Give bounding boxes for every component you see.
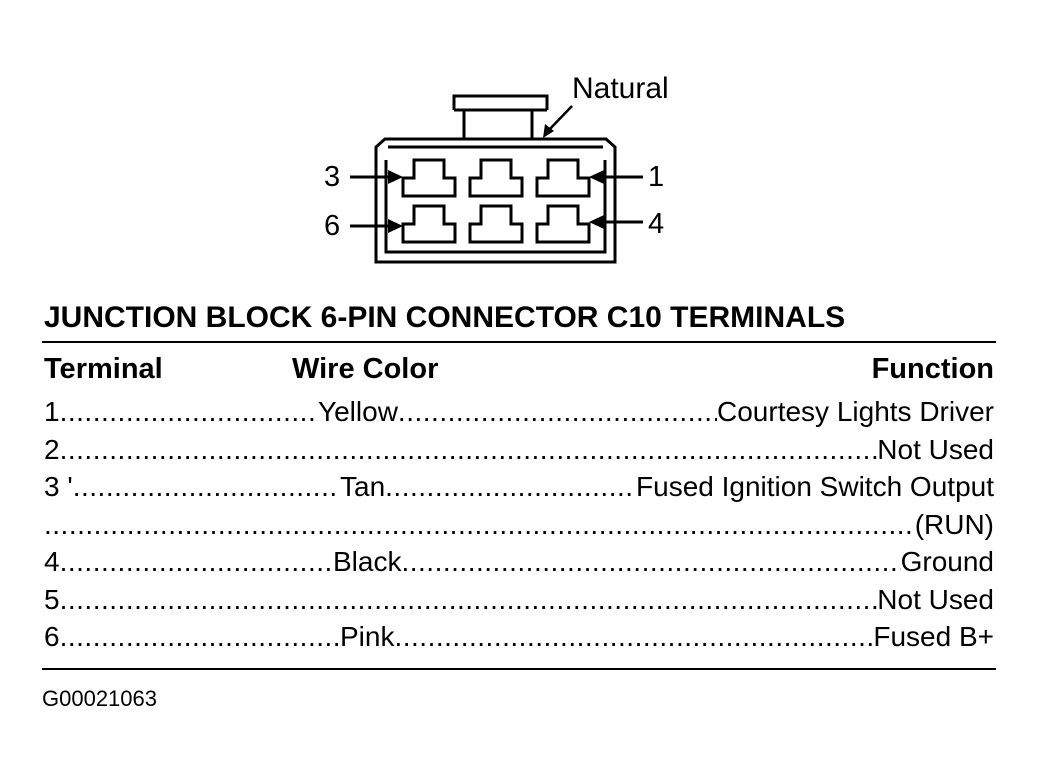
pin-arrow-6 <box>350 219 403 233</box>
pin-label-4: 4 <box>648 208 665 240</box>
function-cell: Courtesy Lights Driver <box>717 396 994 427</box>
leader-dots: ........................................… <box>401 546 900 577</box>
leader-dots: ........................................… <box>385 471 636 502</box>
table-title: JUNCTION BLOCK 6-PIN CONNECTOR C10 TERMI… <box>44 301 846 334</box>
leader-dots: ........................................… <box>44 509 915 540</box>
terminal-cell: 2 <box>44 434 60 465</box>
table-row: 2 ......................................… <box>44 434 994 468</box>
housing-color-label: Natural <box>572 72 669 105</box>
leader-dots: ........................................… <box>72 471 340 502</box>
terminal-cell: 3 ' <box>44 471 73 502</box>
table-row: 4 ......................................… <box>44 546 994 580</box>
wire-color-cell: Black <box>333 546 402 577</box>
housing-label-arrow <box>543 105 573 138</box>
leader-dots: ........................................… <box>59 584 878 615</box>
leader-dots: ........................................… <box>397 396 717 427</box>
leader-dots: ........................................… <box>394 621 873 652</box>
wire-color-cell: Yellow <box>318 396 398 427</box>
pin-cavity <box>468 158 524 198</box>
function-cell: Ground <box>900 546 994 577</box>
function-cell: (RUN) <box>914 509 994 540</box>
wire-color-cell: Pink <box>340 621 395 652</box>
pin-cavity <box>535 158 591 198</box>
leader-dots: ........................................… <box>59 434 878 465</box>
table-row: 3 ' ....................................… <box>44 471 994 505</box>
bottom-rule <box>42 668 996 670</box>
terminal-cell: 6 <box>44 621 60 652</box>
pin-cavity <box>401 204 457 244</box>
pin-cavity <box>535 204 591 244</box>
title-rule <box>42 341 996 343</box>
pin-arrow-3 <box>350 170 403 184</box>
header-function: Function <box>871 353 994 385</box>
function-cell: Not Used <box>877 584 994 615</box>
table-row: 5 ......................................… <box>44 584 994 618</box>
function-cell: Not Used <box>877 434 994 465</box>
function-cell: Fused Ignition Switch Output <box>636 471 994 502</box>
terminal-cell: 5 <box>44 584 60 615</box>
figure-id: G00021063 <box>42 686 157 711</box>
pin-arrow-1 <box>589 170 643 184</box>
leader-dots: ........................................… <box>59 396 318 427</box>
terminal-cell: 4 <box>44 546 60 577</box>
function-cell: Fused B+ <box>873 621 994 652</box>
connector-diagram <box>350 94 643 264</box>
pin-cavities <box>401 158 591 244</box>
table-row: ........................................… <box>44 509 994 543</box>
leader-dots: ........................................… <box>59 546 333 577</box>
table-row: 6 ......................................… <box>44 621 994 655</box>
header-wire-color: Wire Color <box>292 353 439 385</box>
pin-label-3: 3 <box>324 161 341 193</box>
header-terminal: Terminal <box>44 353 163 385</box>
pin-cavity <box>401 158 457 198</box>
pin-arrow-4 <box>589 215 643 229</box>
connector-housing <box>374 137 617 264</box>
wire-color-cell: Tan <box>340 471 386 502</box>
connector-latch <box>452 94 549 139</box>
terminal-cell: 1 <box>44 396 60 427</box>
pin-label-1: 1 <box>648 161 665 193</box>
leader-dots: ........................................… <box>59 621 340 652</box>
table-row: 1 ......................................… <box>44 396 994 430</box>
pin-label-6: 6 <box>324 210 341 242</box>
pin-cavity <box>468 204 524 244</box>
